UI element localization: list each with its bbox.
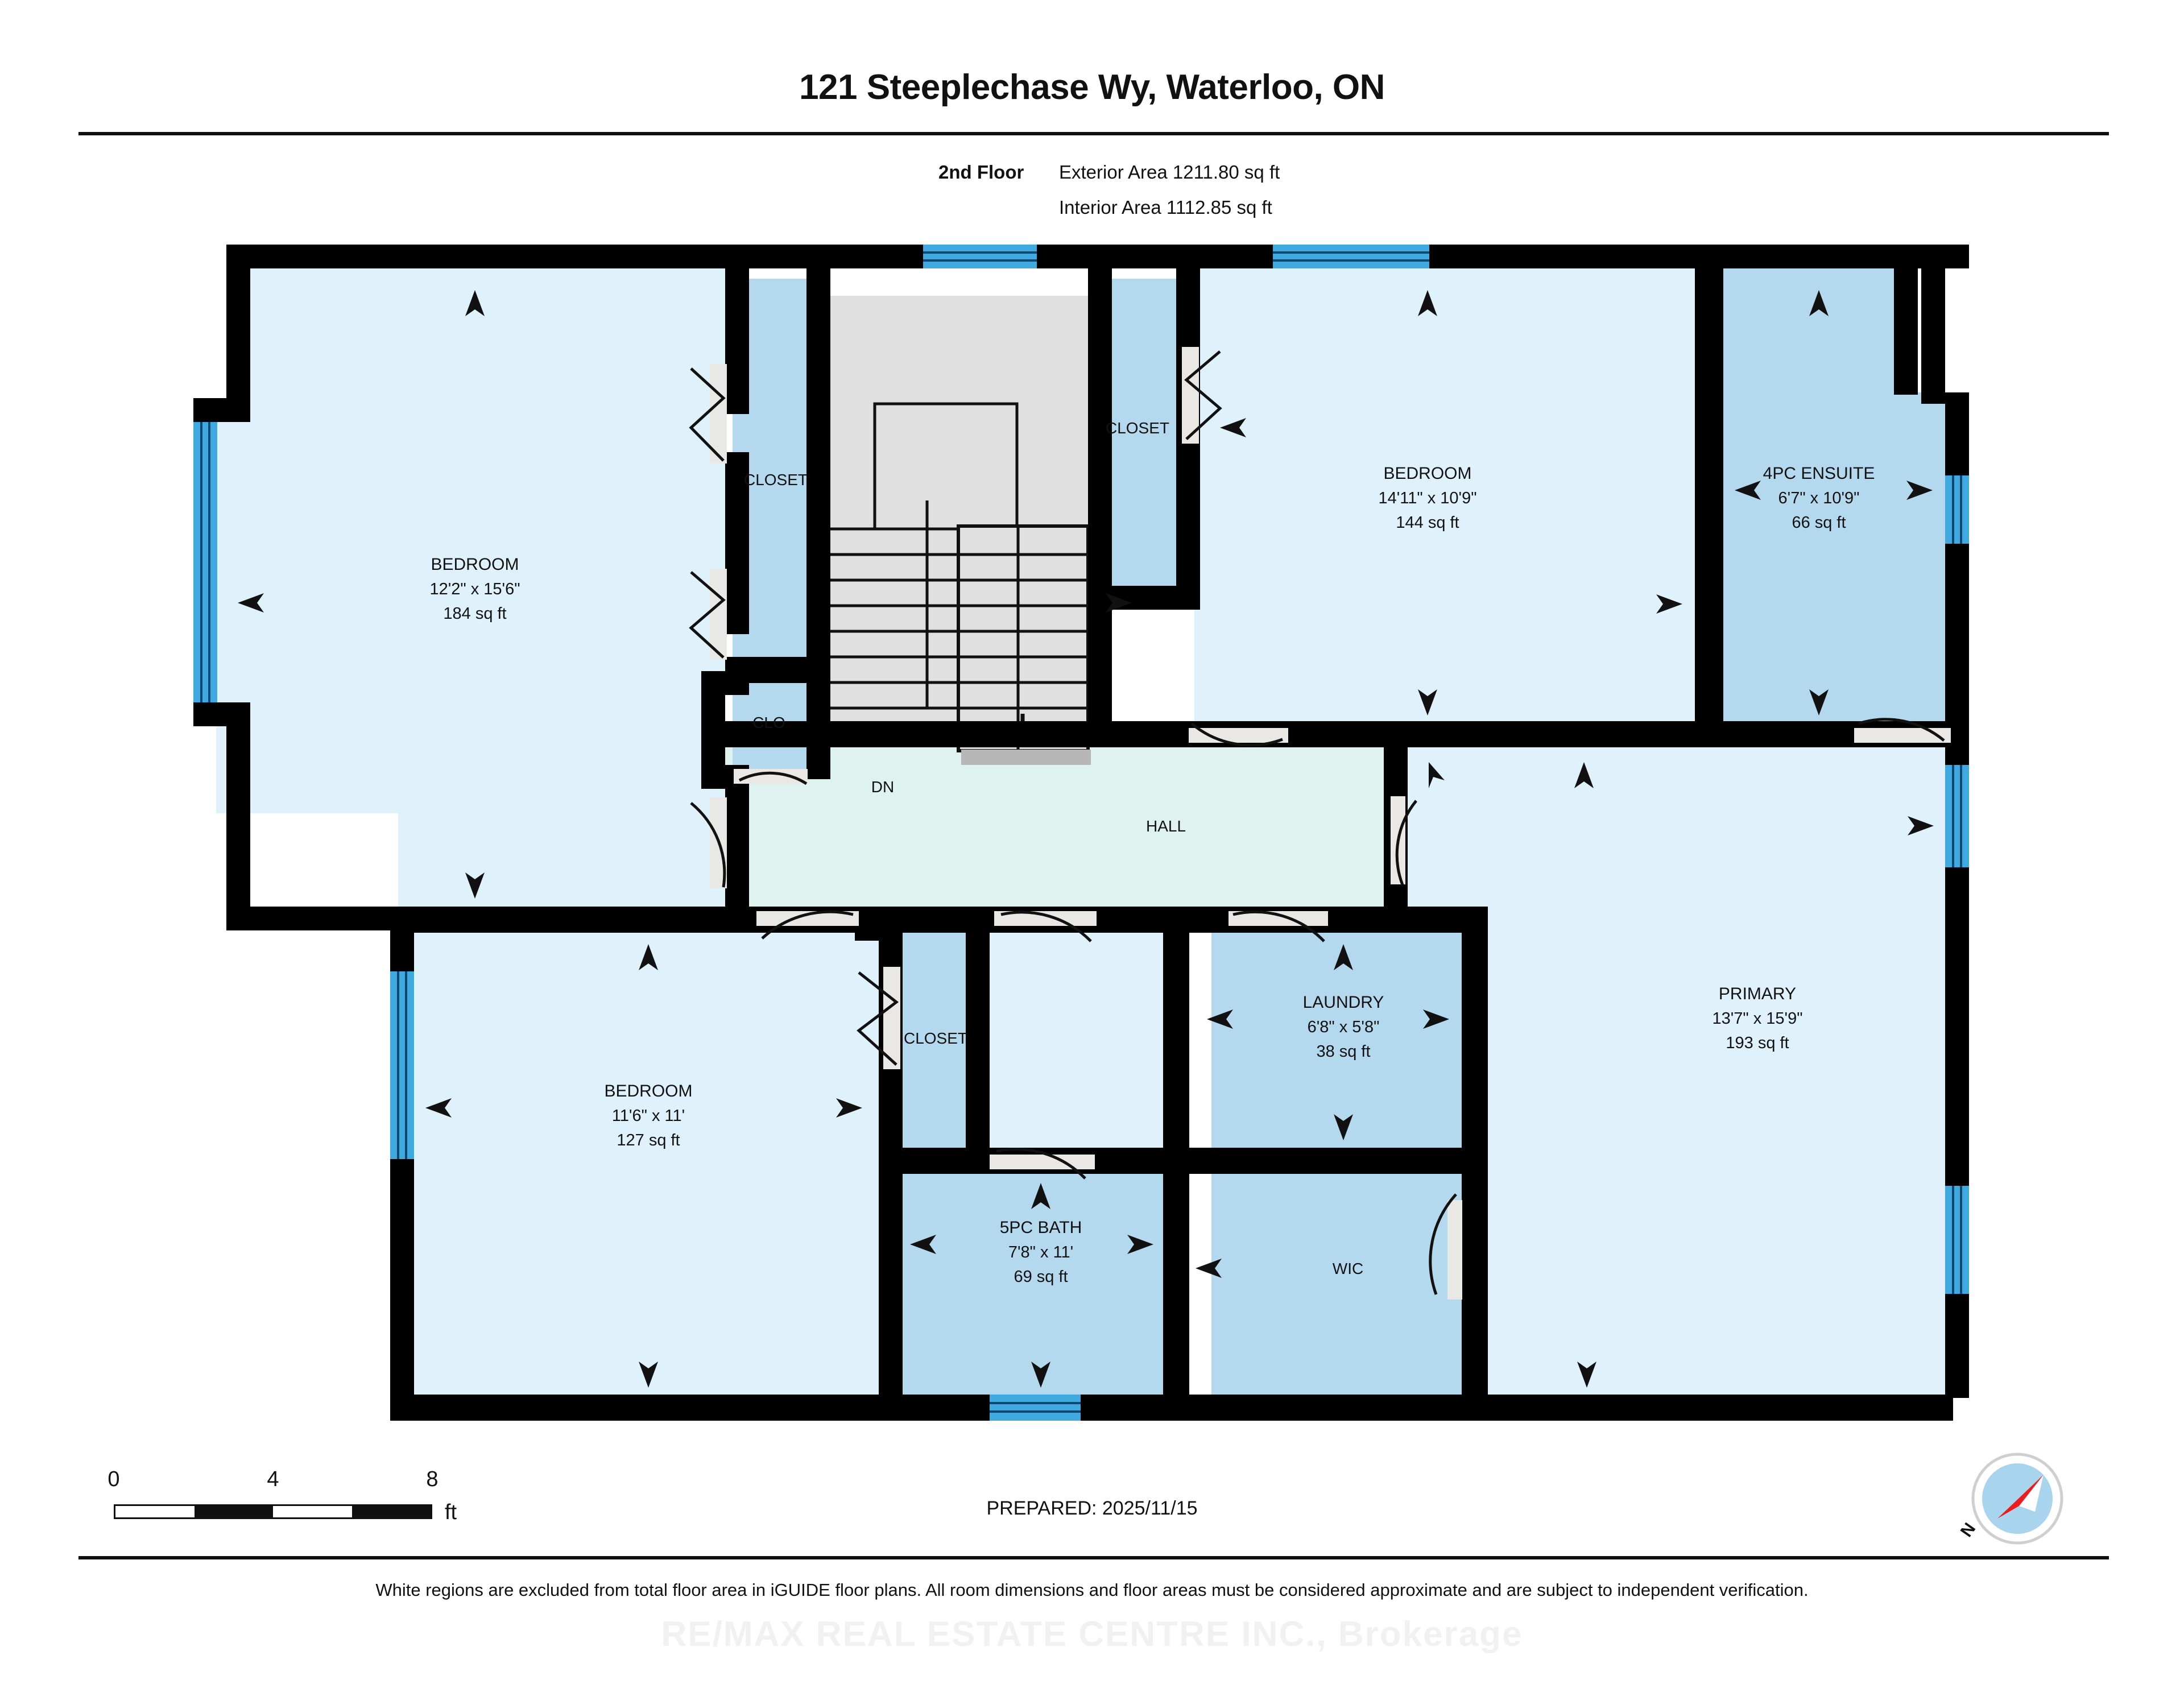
staircase: [828, 402, 1091, 765]
svg-text:11'6" x 11': 11'6" x 11': [612, 1107, 685, 1125]
svg-text:6'8" x 5'8": 6'8" x 5'8": [1308, 1018, 1380, 1036]
svg-text:BEDROOM: BEDROOM: [1383, 464, 1471, 483]
svg-text:193 sq ft: 193 sq ft: [1726, 1034, 1789, 1052]
room-fills: [205, 267, 1945, 1399]
room-fill-laundry: [1211, 921, 1462, 1149]
scale-tick-8: 8: [426, 1467, 439, 1491]
room-label-bedroom-bottom-left: BEDROOM 11'6" x 11' 127 sq ft: [604, 1082, 692, 1149]
room-label-bedroom-left: BEDROOM 12'2" x 15'6" 184 sq ft: [429, 555, 520, 623]
scale-segment-1: [115, 1506, 195, 1517]
room-label-bath: 5PC BATH 7'8" x 11' 69 sq ft: [1000, 1218, 1082, 1286]
dimension-arrows: [238, 290, 1934, 1388]
label-clo: CLO: [752, 714, 785, 731]
svg-text:13'7" x 15'9": 13'7" x 15'9": [1712, 1010, 1802, 1028]
room-fill-bedroom-left: [205, 267, 725, 910]
window-bottom: [990, 1395, 1081, 1421]
svg-text:12'2" x 15'6": 12'2" x 15'6": [429, 580, 520, 598]
scale-segment-3: [273, 1506, 352, 1517]
room-fill-bedroom-top-right: [1194, 267, 1695, 725]
svg-text:PRIMARY: PRIMARY: [1719, 984, 1796, 1003]
brokerage-watermark: RE/MAX REAL ESTATE CENTRE INC., Brokerag…: [661, 1615, 1523, 1654]
scale-segment-4: [351, 1506, 431, 1517]
scale-bar: [114, 1504, 432, 1519]
svg-text:6'7" x 10'9": 6'7" x 10'9": [1778, 489, 1860, 507]
scale-unit-label: ft: [445, 1500, 457, 1524]
room-label-ensuite: 4PC ENSUITE 6'7" x 10'9" 66 sq ft: [1763, 464, 1875, 532]
scale-tick-0: 0: [107, 1467, 120, 1491]
room-fill-bath: [879, 1172, 1163, 1399]
room-fill-ensuite: [1723, 267, 1945, 725]
windows: [193, 245, 1969, 1421]
compass-icon: [1971, 1453, 2063, 1545]
interior-area: Interior Area 1112.85 sq ft: [1059, 197, 1272, 218]
scale-tick-4: 4: [267, 1467, 279, 1491]
doors: [689, 347, 1951, 1300]
prepared-date: PREPARED: 2025/11/15: [986, 1497, 1198, 1519]
label-hall: HALL: [1146, 817, 1186, 835]
svg-text:66 sq ft: 66 sq ft: [1792, 514, 1846, 532]
room-label-primary: PRIMARY 13'7" x 15'9" 193 sq ft: [1712, 984, 1802, 1052]
svg-text:4PC ENSUITE: 4PC ENSUITE: [1763, 464, 1875, 483]
svg-text:184 sq ft: 184 sq ft: [443, 605, 506, 623]
svg-text:7'8" x 11': 7'8" x 11': [1008, 1243, 1073, 1261]
exterior-area: Exterior Area 1211.80 sq ft: [1059, 162, 1280, 183]
svg-text:5PC BATH: 5PC BATH: [1000, 1218, 1082, 1237]
svg-text:14'11" x 10'9": 14'11" x 10'9": [1378, 489, 1476, 507]
room-fill-hall: [725, 745, 1408, 910]
disclaimer-text: White regions are excluded from total fl…: [375, 1580, 1809, 1600]
svg-text:38 sq ft: 38 sq ft: [1316, 1042, 1370, 1061]
svg-text:127 sq ft: 127 sq ft: [617, 1131, 680, 1149]
label-closet-left: CLOSET: [744, 471, 808, 489]
svg-text:69 sq ft: 69 sq ft: [1014, 1268, 1068, 1286]
window-right-middle: [1945, 765, 1969, 867]
area-summary: 2nd Floor Exterior Area 1211.80 sq ft Int…: [938, 155, 1280, 225]
room-fill-primary: [1473, 910, 1945, 1399]
label-closet-right: CLOSET: [1106, 419, 1169, 437]
room-fill-closet-bottom: [899, 921, 967, 1160]
room-label-bedroom-top-right: BEDROOM 14'11" x 10'9" 144 sq ft: [1378, 464, 1476, 532]
window-right-lower: [1945, 1186, 1969, 1294]
floor-label: 2nd Floor: [938, 162, 1024, 183]
window-top-right: [1273, 245, 1429, 268]
svg-text:BEDROOM: BEDROOM: [431, 555, 519, 574]
room-label-laundry: LAUNDRY 6'8" x 5'8" 38 sq ft: [1303, 993, 1384, 1061]
scale-segment-2: [194, 1506, 273, 1517]
svg-text:BEDROOM: BEDROOM: [604, 1082, 692, 1100]
svg-text:LAUNDRY: LAUNDRY: [1303, 993, 1384, 1012]
scale-ticks: 0 4 8: [107, 1467, 438, 1495]
header-divider: [78, 132, 2109, 135]
label-wic: WIC: [1333, 1260, 1363, 1277]
label-closet-bottom: CLOSET: [904, 1029, 967, 1047]
svg-text:144 sq ft: 144 sq ft: [1396, 514, 1459, 532]
label-dn: DN: [871, 778, 894, 796]
window-top-left: [923, 245, 1037, 268]
window-lower-left: [390, 971, 414, 1159]
page-title: 121 Steeplechase Wy, Waterloo, ON: [799, 68, 1385, 107]
room-fill-primary-upper: [1408, 734, 1945, 921]
room-fill-bedroom-bottom-left: [398, 921, 879, 1399]
room-fill-wic: [1211, 1172, 1462, 1399]
room-labels: BEDROOM 12'2" x 15'6" 184 sq ft BEDROOM …: [429, 419, 1875, 1286]
window-left-bay: [193, 422, 217, 702]
footer-divider: [78, 1556, 2109, 1559]
window-right-upper: [1945, 475, 1969, 544]
room-fill-mid-upper: [967, 921, 1163, 1160]
